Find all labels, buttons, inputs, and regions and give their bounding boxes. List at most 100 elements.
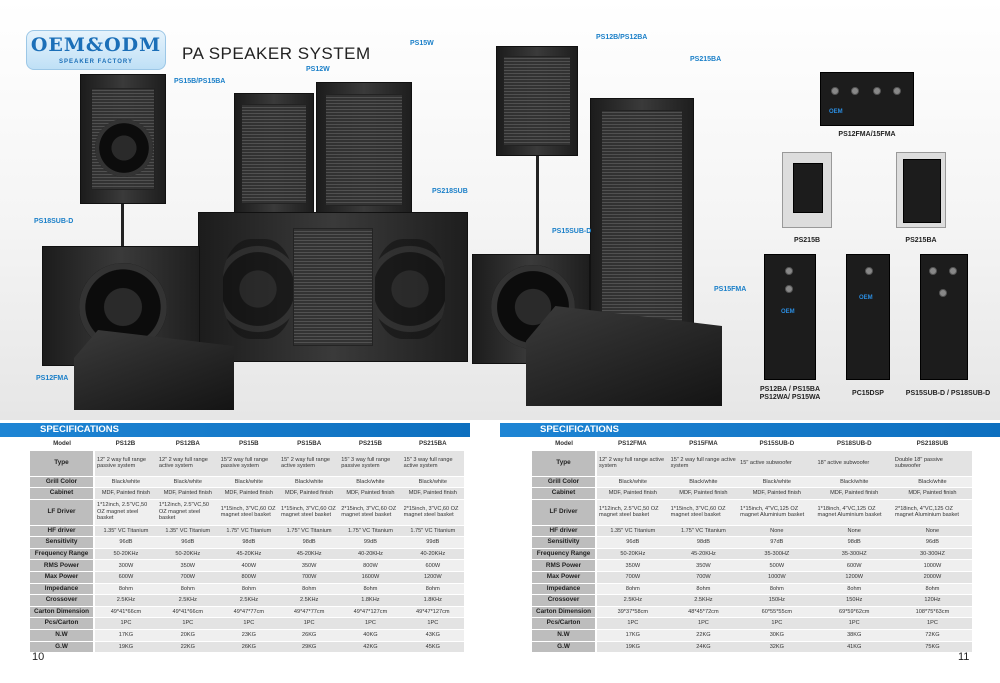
spec-cell: 49*47*127cm <box>339 606 402 619</box>
spec-heading-right: SPECIFICATIONS <box>500 423 1000 437</box>
amp-panel-ps15subd <box>920 254 968 380</box>
spec-header-model: Model <box>30 438 94 451</box>
spec-cell: 2*15inch, 3"VC,60 OZ magnet steel basket <box>339 499 402 526</box>
label-ps12fma: PS12FMA <box>36 375 69 382</box>
spec-cell: 2.5KHz <box>596 594 669 607</box>
spec-cell: 1PC <box>94 617 157 631</box>
spec-cell: 40-20KHz <box>339 548 402 561</box>
spec-cell: 96dB <box>892 536 972 549</box>
panel-brand-3: OEM <box>859 295 873 301</box>
speaker-ps15fma <box>526 306 722 406</box>
spec-cell: 17KG <box>94 629 157 642</box>
spec-cell: 1PC <box>279 617 340 631</box>
spec-cell: 8ohm <box>596 583 669 596</box>
spec-cell: 96dB <box>94 536 157 549</box>
spec-cell: 8ohm <box>339 583 402 596</box>
spec-row-label: Max Power <box>30 571 95 584</box>
spec-cell: 300W <box>94 559 157 573</box>
page-title: PA SPEAKER SYSTEM <box>182 44 371 63</box>
spec-cell: 20KG <box>156 629 219 642</box>
label-ps18subd: PS18SUB-D <box>34 218 74 225</box>
spec-cell: 108*75*63cm <box>892 606 972 619</box>
spec-cell: 2.5KHz <box>279 594 340 607</box>
spec-row-label: Pcs/Carton <box>30 617 95 631</box>
spec-cell: 1.75" VC Titanium <box>279 525 340 538</box>
spec-cell: MDF, Painted finish <box>596 487 669 500</box>
spec-row-label: HF driver <box>30 525 95 538</box>
spec-row-label: Sensitivity <box>532 536 597 549</box>
spec-cell: 69*59*62cm <box>815 606 893 619</box>
spec-cell: 1*18inch, 4"VC,125 OZ magnet Aluminium b… <box>815 499 893 526</box>
product-photo-area: OEM&ODM SPEAKER FACTORY PA SPEAKER SYSTE… <box>0 0 1000 420</box>
spec-cell: 1600W <box>339 571 402 584</box>
page-number-left: 10 <box>32 651 45 663</box>
spec-cell: MDF, Painted finish <box>218 487 279 500</box>
spec-cell: 8ohm <box>815 583 893 596</box>
spec-cell: 2*15inch, 3"VC,60 OZ magnet steel basket <box>401 499 464 526</box>
spec-cell: Black/white <box>156 476 219 489</box>
spec-cell: 700W <box>156 571 219 584</box>
panel-label-ps15subd: PS15SUB-D / PS18SUB-D <box>905 390 991 397</box>
spec-row-label: Crossover <box>532 594 597 607</box>
spec-heading-left: SPECIFICATIONS <box>0 423 470 437</box>
spec-cell: 49*41*66cm <box>94 606 157 619</box>
spec-header-model: Model <box>532 438 596 451</box>
spec-cell: 350W <box>596 559 669 573</box>
spec-cell: 48*45*72cm <box>668 606 739 619</box>
spec-cell: 72KG <box>892 629 972 642</box>
spec-cell: Black/white <box>738 476 816 489</box>
spec-row-label: Sensitivity <box>30 536 95 549</box>
spec-cell: 96dB <box>156 536 219 549</box>
spec-cell: 1PC <box>668 617 739 631</box>
spec-cell: 1.75" VC Titanium <box>339 525 402 538</box>
spec-cell: 26KG <box>218 641 279 654</box>
spec-cell: 800W <box>218 571 279 584</box>
logo-subtext: SPEAKER FACTORY <box>58 59 133 65</box>
spec-cell: None <box>815 525 893 538</box>
spec-cell: Black/white <box>668 476 739 489</box>
spec-cell: Black/white <box>892 476 972 489</box>
spec-cell: Black/white <box>94 476 157 489</box>
spec-cell: 15" 3 way full range active system <box>401 450 464 477</box>
spec-cell: 1PC <box>815 617 893 631</box>
spec-cell: None <box>892 525 972 538</box>
spec-cell: MDF, Painted finish <box>279 487 340 500</box>
spec-cell: MDF, Painted finish <box>401 487 464 500</box>
spec-cell: 8ohm <box>94 583 157 596</box>
label-ps15fma: PS15FMA <box>714 286 747 293</box>
spec-cell: 30-300HZ <box>892 548 972 561</box>
spec-cell: MDF, Painted finish <box>156 487 219 500</box>
spec-cell: 22KG <box>668 629 739 642</box>
spec-cell: 1*15inch, 4"VC,125 OZ magnet Aluminium b… <box>738 499 816 526</box>
spec-row-label: Crossover <box>30 594 95 607</box>
spec-cell: 99dB <box>401 536 464 549</box>
spec-cell: 1PC <box>218 617 279 631</box>
spec-cell: 12" 2 way full range active system <box>156 450 219 477</box>
spec-cell: 1PC <box>339 617 402 631</box>
spec-cell: Black/white <box>596 476 669 489</box>
spec-cell: 2.5KHz <box>156 594 219 607</box>
speaker-ps12fma <box>74 330 234 410</box>
amp-panel-ps215ba <box>896 152 946 228</box>
spec-row-label: Impedance <box>532 583 597 596</box>
spec-cell: MDF, Painted finish <box>892 487 972 500</box>
spec-cell: 1.35" VC Titanium <box>94 525 157 538</box>
spec-row-label: Cabinet <box>30 487 95 500</box>
spec-cell: 45-20KHz <box>218 548 279 561</box>
spec-cell: 2.5KHz <box>668 594 739 607</box>
spec-cell: 29KG <box>279 641 340 654</box>
